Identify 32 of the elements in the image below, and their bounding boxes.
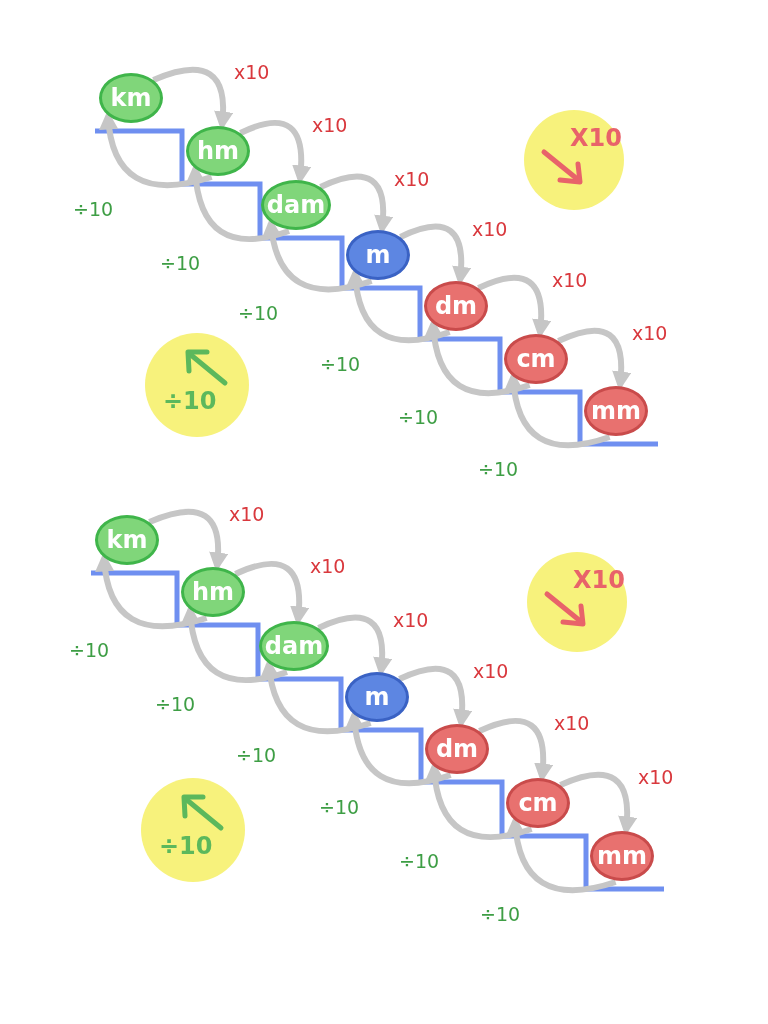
operation-label: X10 [570,126,622,150]
unit-circle [345,672,409,722]
unit-label: dm [434,294,478,318]
unit-circle [259,621,329,671]
unit-circle [425,724,489,774]
unit-label: mm [597,844,647,868]
unit-label: dam [266,193,326,217]
unit-label: cm [516,347,556,371]
unit-circle [181,567,245,617]
unit-circle [506,778,570,828]
unit-circle [584,386,648,436]
unit-circle [95,515,159,565]
operation-label: X10 [573,568,625,592]
unit-circle [590,831,654,881]
unit-circle [346,230,410,280]
unit-label: mm [591,399,641,423]
unit-label: m [364,685,390,709]
unit-label: dm [435,737,479,761]
unit-label: m [365,243,391,267]
unit-label: km [106,528,148,552]
unit-label: dam [264,634,324,658]
unit-label: km [110,86,152,110]
unit-label: hm [191,580,235,604]
unit-label: hm [196,139,240,163]
operation-label: ÷10 [163,389,217,413]
unit-label: cm [518,791,558,815]
unit-circle [424,281,488,331]
unit-circle [99,73,163,123]
unit-circle [504,334,568,384]
unit-circle [261,180,331,230]
operation-label: ÷10 [159,834,213,858]
unit-circle [186,126,250,176]
